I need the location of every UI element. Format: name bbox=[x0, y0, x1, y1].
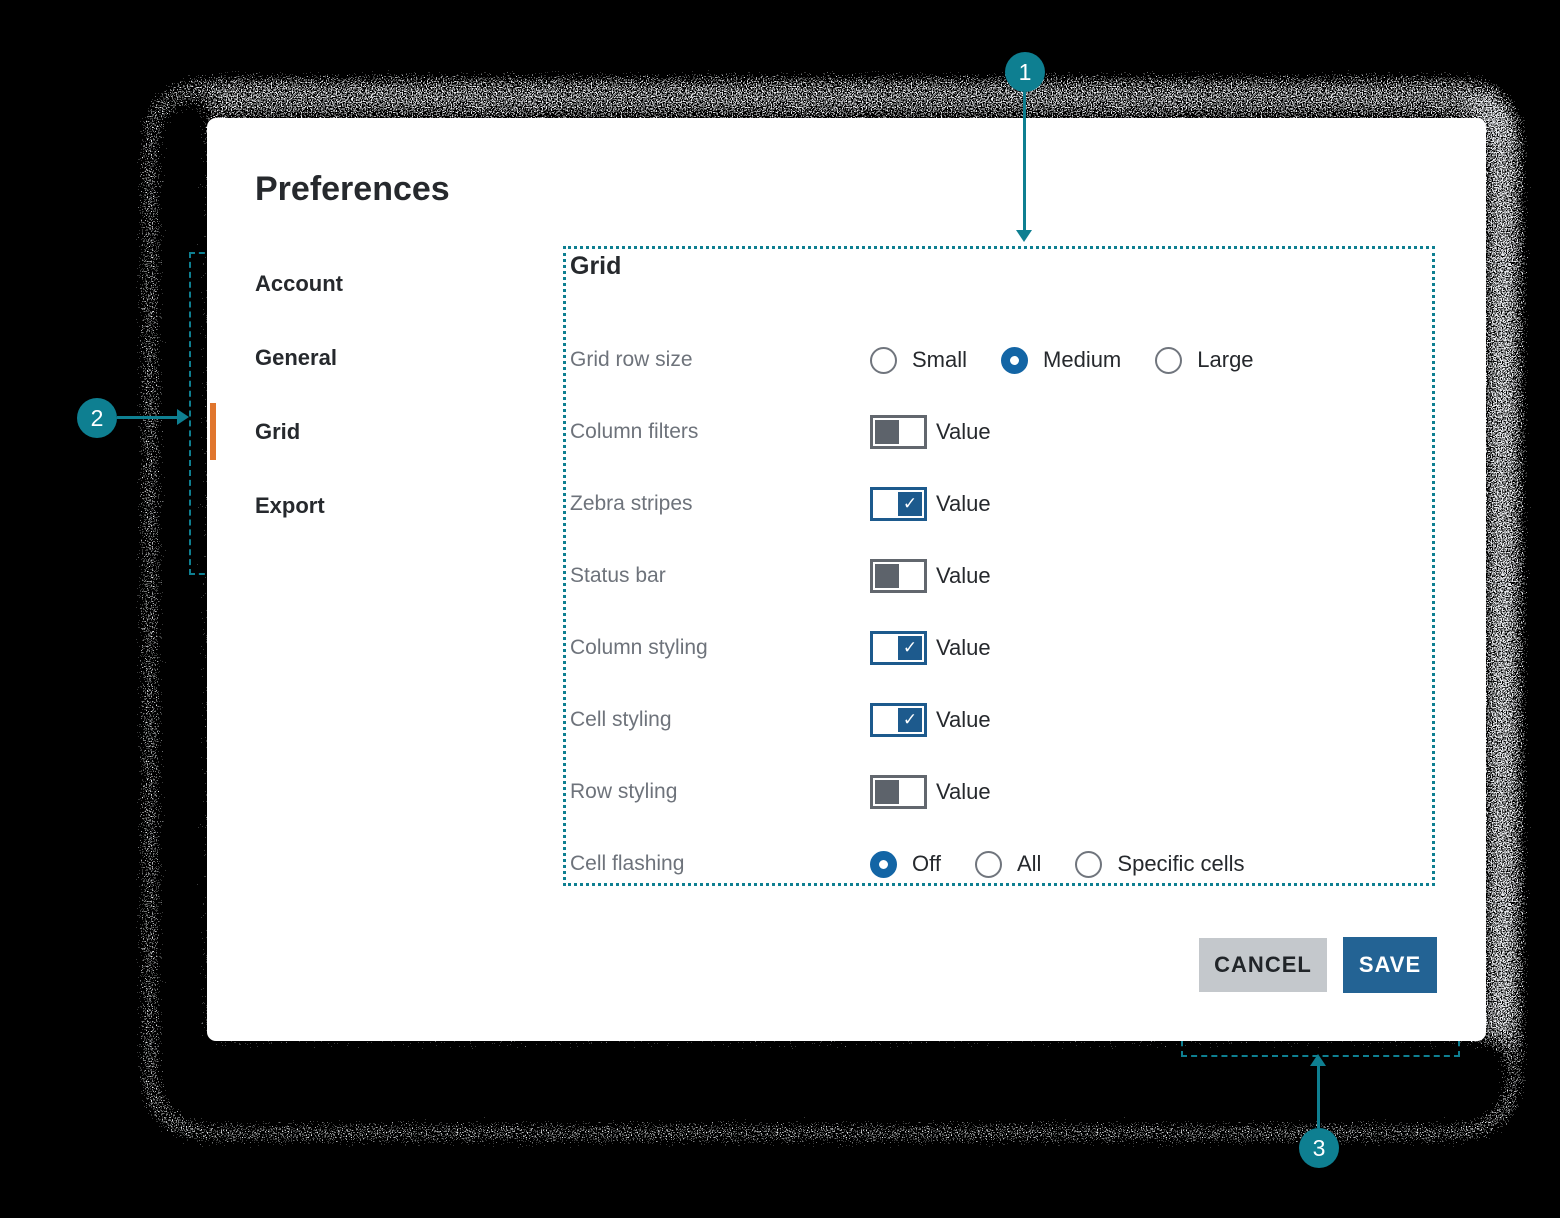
sidebar-item-general[interactable]: General bbox=[255, 344, 343, 372]
setting-controls: ✓ Value bbox=[870, 631, 991, 665]
setting-label: Column styling bbox=[570, 636, 708, 659]
page-title: Preferences bbox=[255, 170, 450, 208]
setting-label: Row styling bbox=[570, 780, 678, 803]
setting-row: Column filters Value bbox=[570, 396, 1424, 468]
radio-selected-icon[interactable] bbox=[870, 850, 897, 878]
toggle-checkbox-off[interactable] bbox=[870, 775, 927, 809]
sidebar-item-account[interactable]: Account bbox=[255, 270, 343, 298]
radio-unselected-icon[interactable] bbox=[1075, 850, 1103, 878]
setting-controls: ✓ Value bbox=[870, 487, 991, 521]
setting-label: Column filters bbox=[570, 420, 699, 443]
arrow-up-icon bbox=[1310, 1054, 1326, 1066]
panel-heading: Grid bbox=[570, 252, 622, 280]
setting-row: Cell styling ✓ Value bbox=[570, 684, 1424, 756]
toggle-checkbox-off[interactable] bbox=[870, 559, 927, 593]
active-tab-indicator bbox=[210, 403, 216, 460]
sidebar-item-export[interactable]: Export bbox=[255, 492, 343, 520]
sidebar-item-label: Account bbox=[255, 271, 343, 296]
radio-option-label: Medium bbox=[1043, 347, 1122, 372]
setting-controls: Value bbox=[870, 775, 991, 809]
setting-row: Row styling Value bbox=[570, 756, 1424, 828]
toggle-value-label: Value bbox=[936, 491, 991, 516]
setting-controls: Small Medium Large bbox=[870, 346, 1288, 374]
radio-option[interactable]: Large bbox=[1155, 346, 1254, 374]
radio-unselected-icon[interactable] bbox=[974, 850, 1002, 878]
radio-selected-icon[interactable] bbox=[1001, 346, 1029, 374]
radio-option-label: Small bbox=[912, 347, 968, 372]
sidebar-item-label: Grid bbox=[255, 419, 301, 444]
setting-row: Cell flashing Off All Specific cells bbox=[570, 828, 1424, 900]
radio-unselected-icon[interactable] bbox=[870, 346, 897, 374]
annotation-line-2 bbox=[117, 416, 177, 419]
arrow-right-icon bbox=[177, 409, 189, 425]
setting-row: Zebra stripes ✓ Value bbox=[570, 468, 1424, 540]
sidebar-item-label: Export bbox=[255, 493, 325, 518]
toggle-checkbox-on[interactable]: ✓ bbox=[870, 703, 927, 737]
setting-controls: ✓ Value bbox=[870, 703, 991, 737]
setting-label: Cell styling bbox=[570, 708, 672, 731]
toggle-knob bbox=[875, 780, 899, 804]
setting-controls: Value bbox=[870, 559, 991, 593]
setting-label: Cell flashing bbox=[570, 852, 685, 875]
radio-option[interactable]: Medium bbox=[1001, 346, 1122, 374]
setting-row: Grid row size Small Medium Large bbox=[570, 324, 1424, 396]
setting-row: Status bar Value bbox=[570, 540, 1424, 612]
radio-option-label: Specific cells bbox=[1117, 851, 1245, 876]
radio-option[interactable]: Specific cells bbox=[1075, 850, 1245, 878]
cancel-button[interactable]: CANCEL bbox=[1199, 938, 1327, 992]
checkmark-icon: ✓ bbox=[898, 492, 922, 516]
toggle-value-label: Value bbox=[936, 635, 991, 660]
toggle-value-label: Value bbox=[936, 563, 991, 588]
radio-unselected-icon[interactable] bbox=[1155, 346, 1183, 374]
radio-option-label: Large bbox=[1197, 347, 1254, 372]
annotation-badge-1: 1 bbox=[1005, 52, 1045, 92]
toggle-value-label: Value bbox=[936, 419, 991, 444]
radio-option-label: Off bbox=[912, 851, 941, 876]
annotation-badge-2: 2 bbox=[77, 398, 117, 438]
toggle-knob bbox=[875, 564, 899, 588]
arrow-down-icon bbox=[1016, 230, 1032, 242]
setting-label: Grid row size bbox=[570, 348, 693, 371]
checkmark-icon: ✓ bbox=[898, 636, 922, 660]
toggle-value-label: Value bbox=[936, 779, 991, 804]
toggle-checkbox-off[interactable] bbox=[870, 415, 927, 449]
radio-option[interactable]: Off bbox=[870, 850, 941, 878]
toggle-checkbox-on[interactable]: ✓ bbox=[870, 631, 927, 665]
setting-label: Status bar bbox=[570, 564, 666, 587]
annotation-line-1 bbox=[1023, 92, 1026, 230]
save-button[interactable]: SAVE bbox=[1343, 937, 1437, 993]
setting-row: Column styling ✓ Value bbox=[570, 612, 1424, 684]
radio-option-label: All bbox=[1016, 851, 1042, 876]
setting-controls: Off All Specific cells bbox=[870, 850, 1279, 878]
radio-option[interactable]: Small bbox=[870, 346, 968, 374]
toggle-value-label: Value bbox=[936, 707, 991, 732]
checkmark-icon: ✓ bbox=[898, 708, 922, 732]
setting-label: Zebra stripes bbox=[570, 492, 693, 515]
toggle-checkbox-on[interactable]: ✓ bbox=[870, 487, 927, 521]
annotation-line-3 bbox=[1317, 1066, 1320, 1128]
sidebar-item-label: General bbox=[255, 345, 337, 370]
setting-controls: Value bbox=[870, 415, 991, 449]
annotation-badge-3: 3 bbox=[1299, 1128, 1339, 1168]
sidebar-item-grid[interactable]: Grid bbox=[210, 403, 343, 460]
toggle-knob bbox=[875, 420, 899, 444]
radio-option[interactable]: All bbox=[974, 850, 1042, 878]
